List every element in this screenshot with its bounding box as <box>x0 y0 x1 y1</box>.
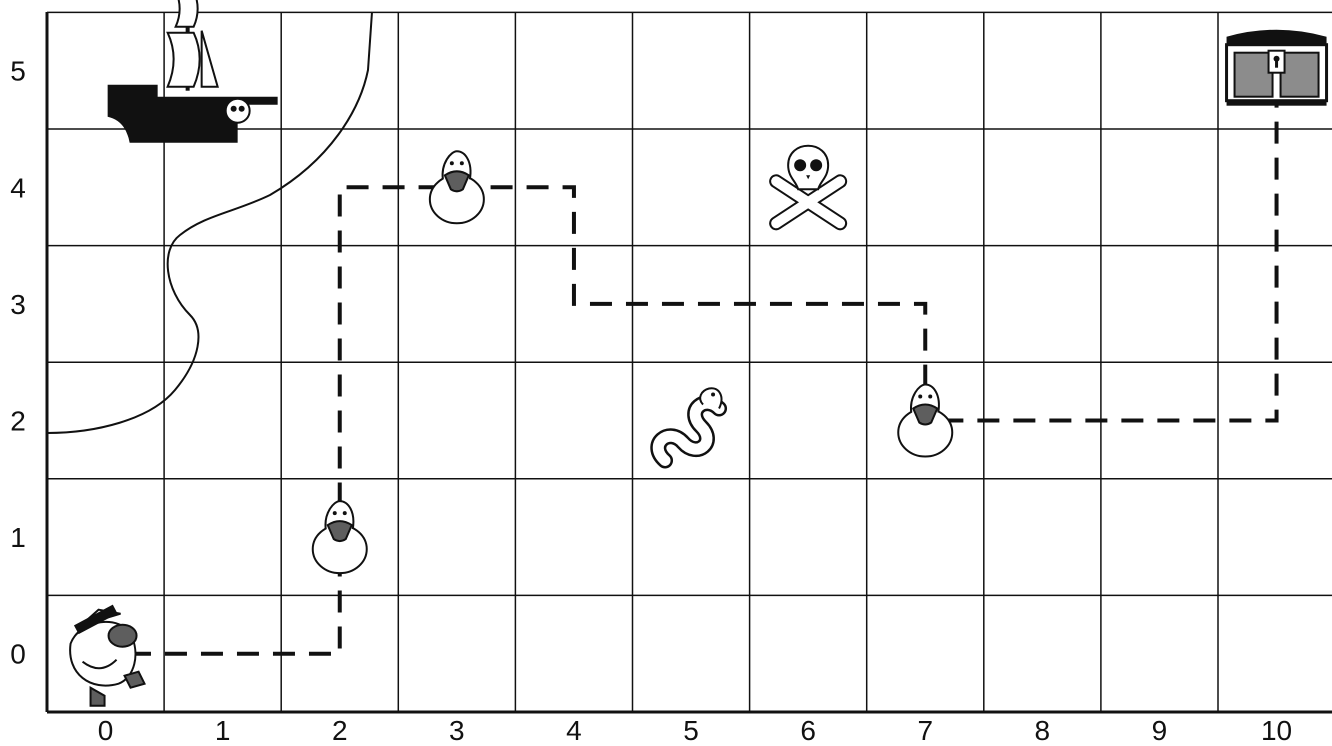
axes <box>45 12 1332 714</box>
x-tick-label: 7 <box>917 715 933 746</box>
y-axis-labels: 0 1 2 3 4 5 <box>10 56 26 670</box>
snake-icon <box>650 387 728 469</box>
y-tick-label: 3 <box>10 289 26 320</box>
duck-icon <box>428 150 485 225</box>
route-line <box>128 70 1279 656</box>
x-tick-label: 8 <box>1035 715 1051 746</box>
pirate-duck-icon <box>69 604 146 707</box>
pirate-ship-icon <box>107 0 278 143</box>
pieces <box>69 0 1329 707</box>
dashed-path <box>128 70 1279 656</box>
x-tick-label: 10 <box>1261 715 1292 746</box>
y-tick-label: 1 <box>10 522 26 553</box>
treasure-chest-icon <box>1225 29 1329 106</box>
y-tick-label: 5 <box>10 56 26 87</box>
x-tick-label: 3 <box>449 715 465 746</box>
x-tick-label: 2 <box>332 715 348 746</box>
island-shore <box>46 11 373 434</box>
x-tick-label: 9 <box>1152 715 1168 746</box>
x-axis-labels: 0 1 2 3 4 5 6 7 8 9 10 <box>98 715 1292 746</box>
duck-icon <box>897 383 954 458</box>
x-tick-label: 6 <box>800 715 816 746</box>
duck-icon <box>311 500 368 575</box>
x-tick-label: 1 <box>215 715 231 746</box>
y-tick-label: 2 <box>10 406 26 437</box>
x-tick-label: 0 <box>98 715 114 746</box>
x-tick-label: 5 <box>683 715 699 746</box>
x-tick-label: 4 <box>566 715 582 746</box>
y-tick-label: 4 <box>10 172 26 203</box>
skull-crossbones-icon <box>769 144 848 231</box>
y-tick-label: 0 <box>10 639 26 670</box>
